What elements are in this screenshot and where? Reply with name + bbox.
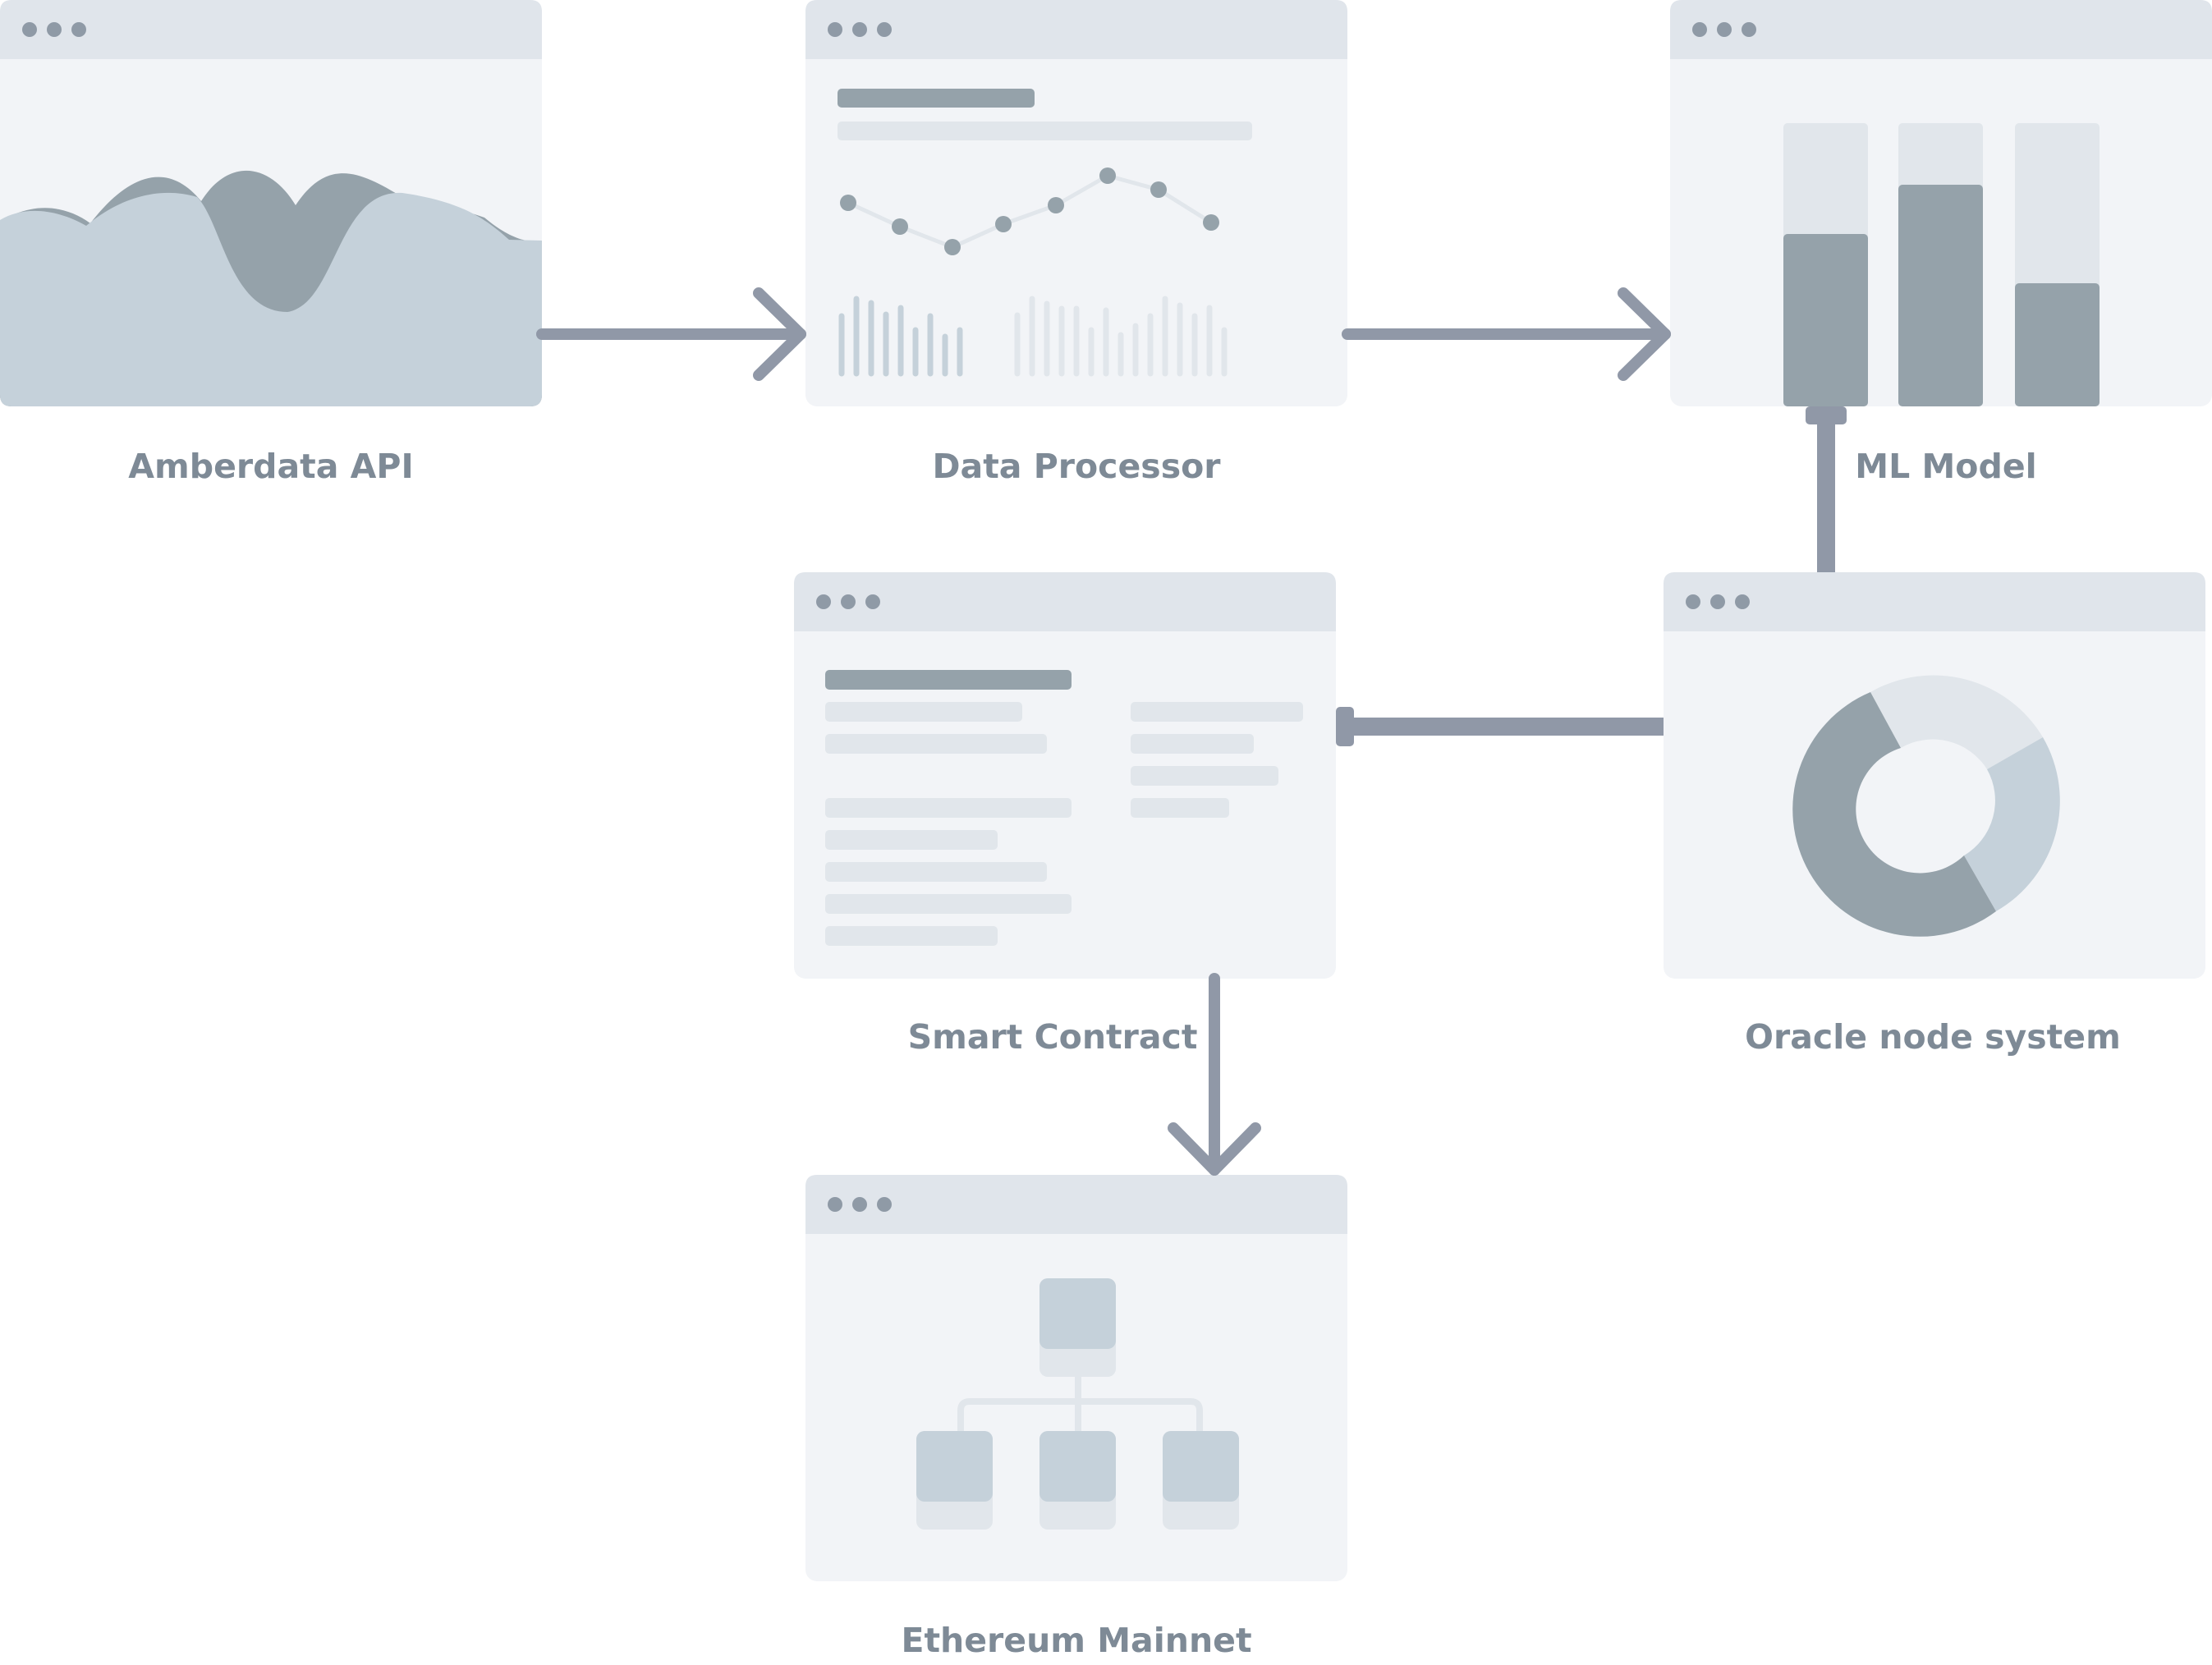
- window-dots-icon: [1692, 22, 1756, 37]
- window-dots-icon: [828, 22, 892, 37]
- line-and-bars-chart-icon: [838, 89, 1252, 377]
- edge-data-processor-to-ml-model: [1342, 287, 1671, 381]
- node-amberdata-api: [0, 0, 542, 406]
- label-ml-model: ML Model: [1855, 447, 2037, 486]
- edge-oracle-to-smart-contract: [1336, 707, 1664, 746]
- node-oracle-node-system: [1664, 572, 2205, 979]
- label-amberdata-api: Amberdata API: [128, 447, 414, 486]
- window-titlebar: [1670, 0, 2212, 59]
- window-titlebar: [805, 0, 1347, 59]
- window-dots-icon: [816, 594, 880, 609]
- window-titlebar: [0, 0, 542, 59]
- node-smart-contract: [794, 572, 1336, 979]
- window-dots-icon: [1686, 594, 1750, 609]
- donut-chart-icon: [1792, 675, 2060, 937]
- window-titlebar: [805, 1175, 1347, 1234]
- edge-ml-model-to-oracle: [1806, 406, 1847, 572]
- window-dots-icon: [828, 1197, 892, 1212]
- label-ethereum-mainnet: Ethereum Mainnet: [901, 1621, 1252, 1660]
- node-ml-model: [1670, 0, 2212, 406]
- node-data-processor: [805, 0, 1347, 406]
- bar-chart-icon: [1783, 123, 2100, 406]
- wave-chart-icon: [0, 170, 542, 406]
- node-ethereum-mainnet: [805, 1175, 1347, 1581]
- label-smart-contract: Smart Contract: [907, 1017, 1198, 1057]
- document-text-icon: [825, 670, 1303, 946]
- window-dots-icon: [22, 22, 86, 37]
- edge-smart-contract-to-ethereum: [1168, 973, 1261, 1176]
- label-data-processor: Data Processor: [932, 447, 1221, 486]
- window-titlebar: [1664, 572, 2205, 631]
- edge-amberdata-to-data-processor: [536, 287, 806, 381]
- label-oracle-node-system: Oracle node system: [1745, 1017, 2121, 1057]
- window-titlebar: [794, 572, 1336, 631]
- network-tree-icon: [916, 1278, 1239, 1530]
